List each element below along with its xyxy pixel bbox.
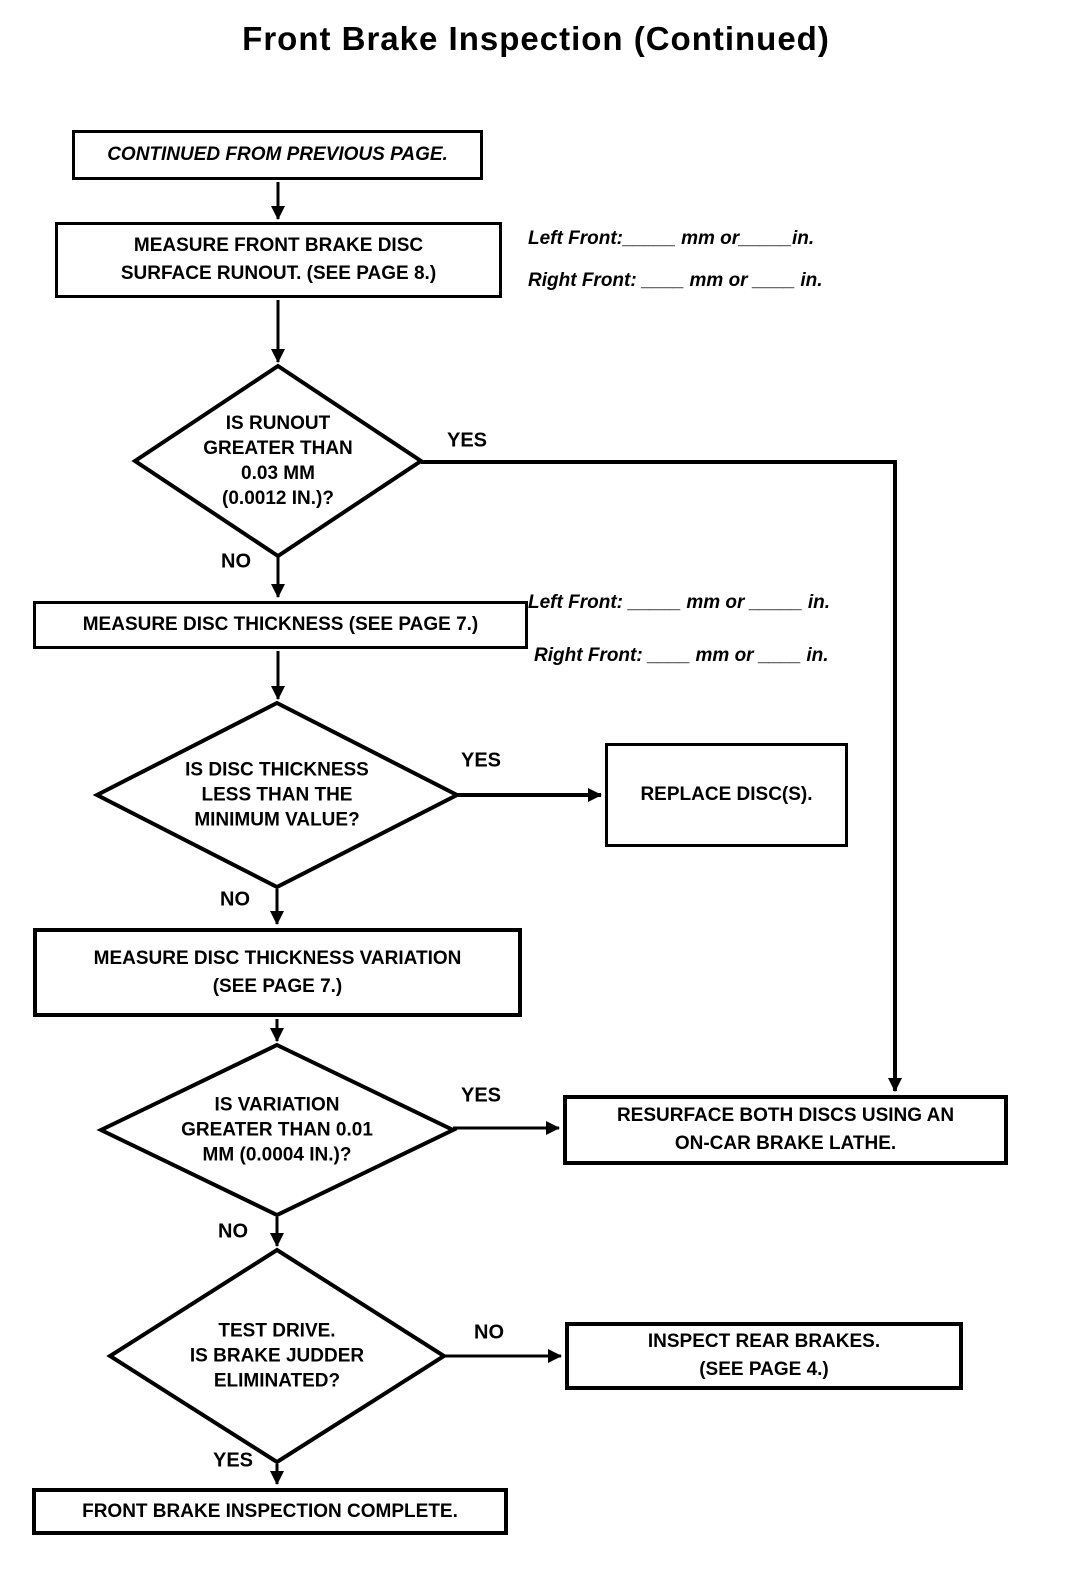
diamond-line: IS RUNOUT [225, 412, 331, 434]
diamond-line: GREATER THAN 0.01 [181, 1119, 373, 1141]
diamond-text-judder: TEST DRIVE. IS BRAKE JUDDER ELIMINATED? [190, 1318, 364, 1393]
diamond-text-thickness: IS DISC THICKNESS LESS THAN THE MINIMUM … [185, 757, 369, 832]
node-text: REPLACE DISC(S). [640, 784, 813, 806]
diamond-line: (0.0012 IN.)? [222, 488, 334, 510]
label-thickness-no: NO [220, 888, 250, 911]
node-inspection-complete: FRONT BRAKE INSPECTION COMPLETE. [32, 1488, 508, 1535]
diamond-text-variation: IS VARIATION GREATER THAN 0.01 MM (0.000… [181, 1092, 373, 1167]
diamond-text-runout: IS RUNOUT GREATER THAN 0.03 MM (0.0012 I… [203, 411, 353, 511]
node-resurface-discs: RESURFACE BOTH DISCS USING AN ON-CAR BRA… [563, 1095, 1008, 1165]
label-runout-no: NO [221, 550, 251, 573]
label-thickness-yes: YES [460, 749, 502, 772]
node-continued-from-previous-page: CONTINUED FROM PREVIOUS PAGE. [72, 130, 483, 180]
label-variation-no: NO [218, 1220, 248, 1243]
diamond-line: IS VARIATION [214, 1094, 340, 1116]
node-text: MEASURE DISC THICKNESS VARIATION [93, 947, 462, 969]
node-measure-thickness: MEASURE DISC THICKNESS (SEE PAGE 7.) [33, 601, 528, 649]
annotation-thickness-left-front: Left Front: _____ mm or _____ in. [528, 592, 830, 613]
edge-runout-yes-to-resurface [421, 460, 902, 1092]
node-measure-variation: MEASURE DISC THICKNESS VARIATION (SEE PA… [33, 928, 522, 1017]
node-text: INSPECT REAR BRAKES. [647, 1331, 881, 1353]
node-text: SURFACE RUNOUT. (SEE PAGE 8.) [120, 263, 437, 284]
annotation-runout-left-front: Left Front:_____ mm or_____in. [528, 228, 815, 249]
diamond-thickness-decision [92, 700, 462, 890]
node-text: FRONT BRAKE INSPECTION COMPLETE. [82, 1500, 458, 1522]
diamond-line: TEST DRIVE. [218, 1320, 336, 1342]
node-measure-runout: MEASURE FRONT BRAKE DISC SURFACE RUNOUT.… [55, 222, 502, 298]
node-text: RESURFACE BOTH DISCS USING AN [616, 1105, 955, 1127]
diamond-judder-decision [106, 1247, 448, 1465]
annotation-thickness-right-front: Right Front: ____ mm or ____ in. [534, 645, 829, 666]
diamond-line: MINIMUM VALUE? [194, 809, 360, 831]
label-judder-no: NO [474, 1321, 504, 1344]
diamond-line: 0.03 MM [241, 463, 315, 484]
annotation-runout-right-front: Right Front: ____ mm or ____ in. [528, 270, 823, 291]
diamond-line: IS DISC THICKNESS [185, 759, 369, 781]
node-text: ON-CAR BRAKE LATHE. [674, 1133, 897, 1154]
node-text: CONTINUED FROM PREVIOUS PAGE. [107, 144, 448, 166]
node-text: (SEE PAGE 7.) [212, 975, 343, 997]
page-title: Front Brake Inspection (Continued) [242, 20, 830, 57]
node-text: (SEE PAGE 4.) [699, 1359, 829, 1380]
diamond-variation-decision [96, 1042, 458, 1218]
diamond-line: IS BRAKE JUDDER [189, 1345, 365, 1367]
label-runout-yes: YES [446, 429, 488, 452]
diamond-line: LESS THAN THE [201, 784, 353, 806]
label-variation-yes: YES [460, 1084, 502, 1107]
diamond-line: ELIMINATED? [213, 1370, 341, 1392]
diamond-line: GREATER THAN [203, 437, 353, 459]
node-text: MEASURE FRONT BRAKE DISC [133, 235, 424, 257]
label-judder-yes: YES [212, 1449, 254, 1472]
diamond-line: MM (0.0004 IN.)? [202, 1144, 352, 1166]
node-replace-discs: REPLACE DISC(S). [605, 743, 848, 847]
node-inspect-rear-brakes: INSPECT REAR BRAKES. (SEE PAGE 4.) [565, 1322, 963, 1390]
diamond-runout-decision [131, 363, 425, 559]
node-text: MEASURE DISC THICKNESS (SEE PAGE 7.) [82, 614, 479, 636]
